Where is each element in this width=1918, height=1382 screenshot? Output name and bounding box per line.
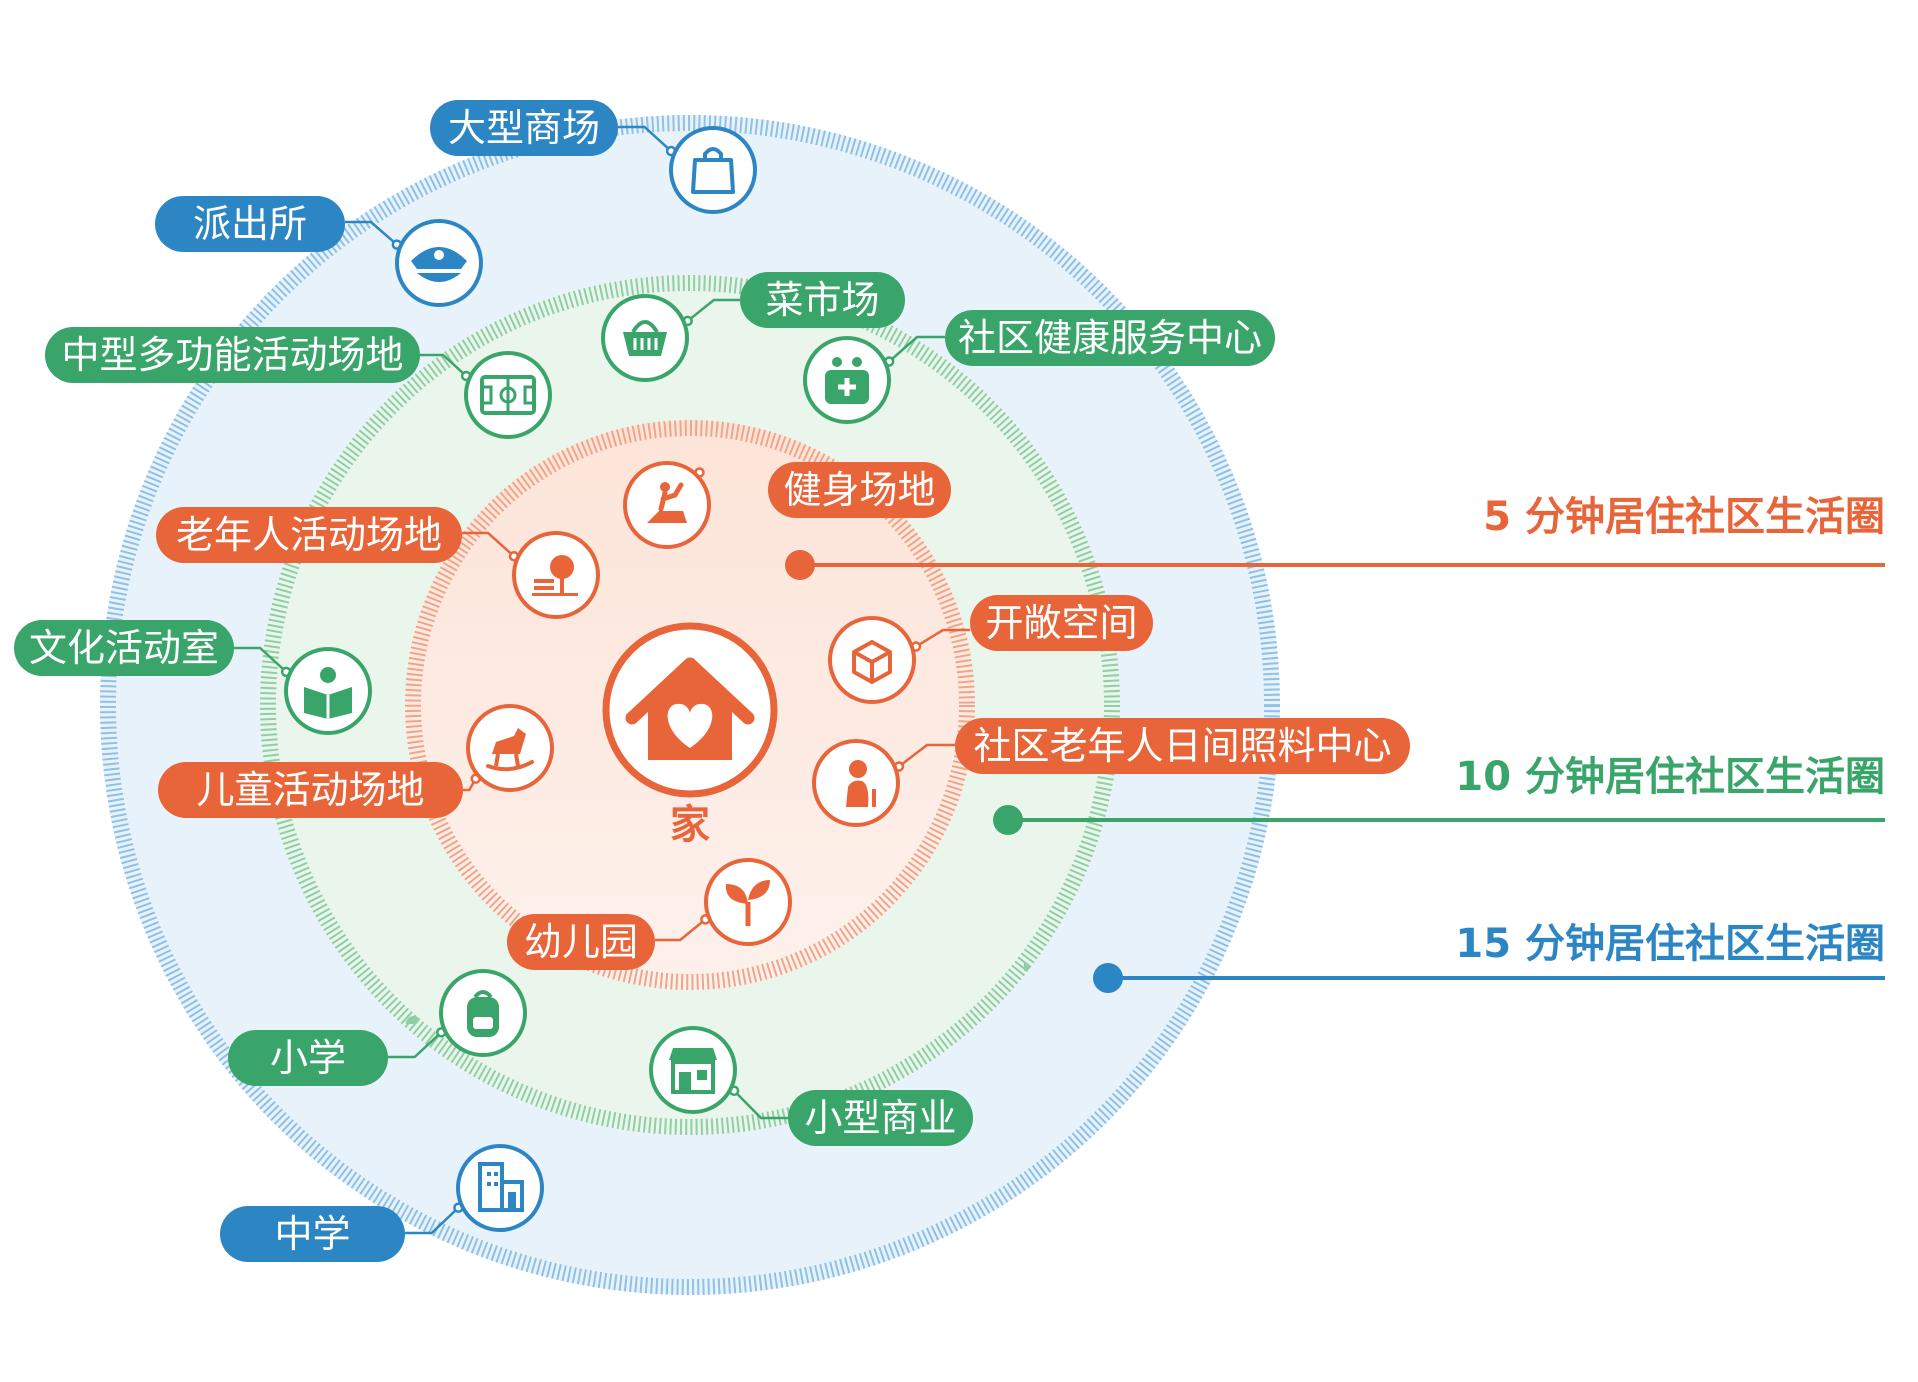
facility-label-kindergarten: 幼儿园 — [507, 914, 655, 970]
icon-node-multi-activity — [464, 351, 552, 439]
facility-label-text: 幼儿园 — [524, 920, 638, 964]
facility-label-text: 健身场地 — [783, 468, 935, 512]
icon-node-small-business — [649, 1026, 737, 1114]
leader-line-vegetable-market — [686, 298, 740, 322]
ring-label-text: 5 分钟居住社区生活圈 — [1483, 494, 1885, 540]
facility-label-text: 开敞空间 — [985, 601, 1137, 645]
home-label: 家 — [670, 802, 710, 848]
facility-label-children-activity: 儿童活动场地 — [158, 762, 463, 818]
leader-line-small-business — [733, 1089, 788, 1120]
reading-book-icon — [304, 667, 352, 719]
icon-node-health-center — [803, 336, 891, 424]
ring-label-text: 10 分钟居住社区生活圈 — [1455, 754, 1885, 800]
storefront-icon — [669, 1048, 717, 1094]
facility-label-text: 文化活动室 — [29, 626, 219, 670]
icon-node-elderly-activity — [512, 531, 600, 619]
facility-label-elderly-daycare: 社区老年人日间照料中心 — [955, 718, 1410, 774]
facility-label-text: 小学 — [270, 1036, 346, 1080]
home: 家 — [602, 622, 778, 848]
icon-node-middle-school — [456, 1144, 544, 1232]
school-building-icon — [478, 1162, 524, 1212]
ring-pointer-dot — [1093, 963, 1123, 993]
icon-node-vegetable-market — [601, 294, 689, 382]
ring-label-r5: 5 分钟居住社区生活圈 — [785, 494, 1885, 580]
soccer-field-icon — [480, 375, 536, 415]
facility-label-small-business: 小型商业 — [788, 1090, 973, 1146]
leader-line-elderly-activity — [462, 531, 515, 558]
facility-label-elderly-activity: 老年人活动场地 — [156, 507, 462, 563]
leader-line-shopping-mall — [618, 125, 672, 152]
icon-node-elderly-daycare — [812, 739, 900, 827]
leader-line-multi-activity — [420, 353, 467, 377]
ring-label-r10: 10 分钟居住社区生活圈 — [993, 754, 1885, 835]
icon-node-culture-room — [284, 647, 372, 735]
facility-label-primary-school: 小学 — [228, 1030, 388, 1086]
ring-labels-layer: 5 分钟居住社区生活圈 10 分钟居住社区生活圈 15 分钟居住社区生活圈 — [785, 494, 1885, 993]
facility-icons-layer — [284, 126, 916, 1232]
treadmill-icon — [647, 482, 687, 523]
icon-node-fitness-ground — [623, 461, 711, 549]
facility-label-text: 社区老年人日间照料中心 — [973, 724, 1391, 768]
facility-label-text: 小型商业 — [804, 1096, 956, 1140]
police-cap-icon — [411, 247, 467, 282]
leader-line-police-station — [345, 220, 398, 246]
leader-line-culture-room — [234, 646, 288, 673]
facility-label-text: 大型商场 — [448, 106, 600, 150]
facility-label-fitness-ground: 健身场地 — [768, 462, 951, 518]
icon-node-primary-school — [439, 969, 527, 1057]
facility-label-text: 中型多功能活动场地 — [61, 333, 403, 377]
leader-line-elderly-daycare — [898, 743, 955, 768]
rocking-horse-icon — [486, 728, 534, 772]
ring-pointer-dot — [993, 805, 1023, 835]
facility-label-text: 老年人活动场地 — [176, 513, 442, 557]
icon-node-kindergarten — [704, 858, 792, 946]
leader-line-health-center — [888, 335, 945, 363]
shopping-bag-icon — [691, 147, 735, 194]
facility-label-open-space: 开敞空间 — [970, 595, 1153, 651]
facility-label-health-center: 社区健康服务中心 — [945, 310, 1275, 366]
leader-line-primary-school — [388, 1031, 443, 1059]
leader-line-open-space — [915, 628, 970, 648]
facility-label-text: 菜市场 — [765, 278, 879, 322]
facility-label-text: 儿童活动场地 — [196, 768, 424, 812]
house-heart-icon — [625, 657, 755, 760]
facility-label-text: 社区健康服务中心 — [958, 316, 1262, 360]
ring-label-r15: 15 分钟居住社区生活圈 — [1093, 921, 1885, 993]
basket-icon — [623, 320, 667, 356]
facility-label-shopping-mall: 大型商场 — [430, 100, 618, 156]
cube-icon — [852, 640, 892, 684]
facility-label-multi-activity: 中型多功能活动场地 — [45, 327, 420, 383]
ring-label-text: 15 分钟居住社区生活圈 — [1455, 921, 1885, 967]
school-bag-icon — [467, 990, 499, 1037]
icon-node-open-space — [828, 616, 916, 704]
sprout-icon — [725, 880, 770, 926]
icon-node-police-station — [395, 219, 483, 307]
medical-kit-icon — [825, 357, 869, 404]
facility-label-culture-room: 文化活动室 — [14, 620, 234, 676]
facility-label-police-station: 派出所 — [155, 196, 345, 252]
park-bench-tree-icon — [532, 555, 578, 596]
elderly-person-icon — [846, 760, 876, 807]
icon-node-shopping-mall — [669, 126, 757, 214]
leader-line-middle-school — [405, 1206, 460, 1235]
facility-label-vegetable-market: 菜市场 — [740, 272, 905, 328]
icon-node-children-activity — [466, 704, 554, 792]
ring-pointer-dot — [785, 550, 815, 580]
facility-label-middle-school: 中学 — [220, 1206, 405, 1262]
facility-label-text: 派出所 — [193, 202, 307, 246]
facility-label-text: 中学 — [274, 1212, 350, 1256]
leader-line-kindergarten — [655, 918, 707, 942]
